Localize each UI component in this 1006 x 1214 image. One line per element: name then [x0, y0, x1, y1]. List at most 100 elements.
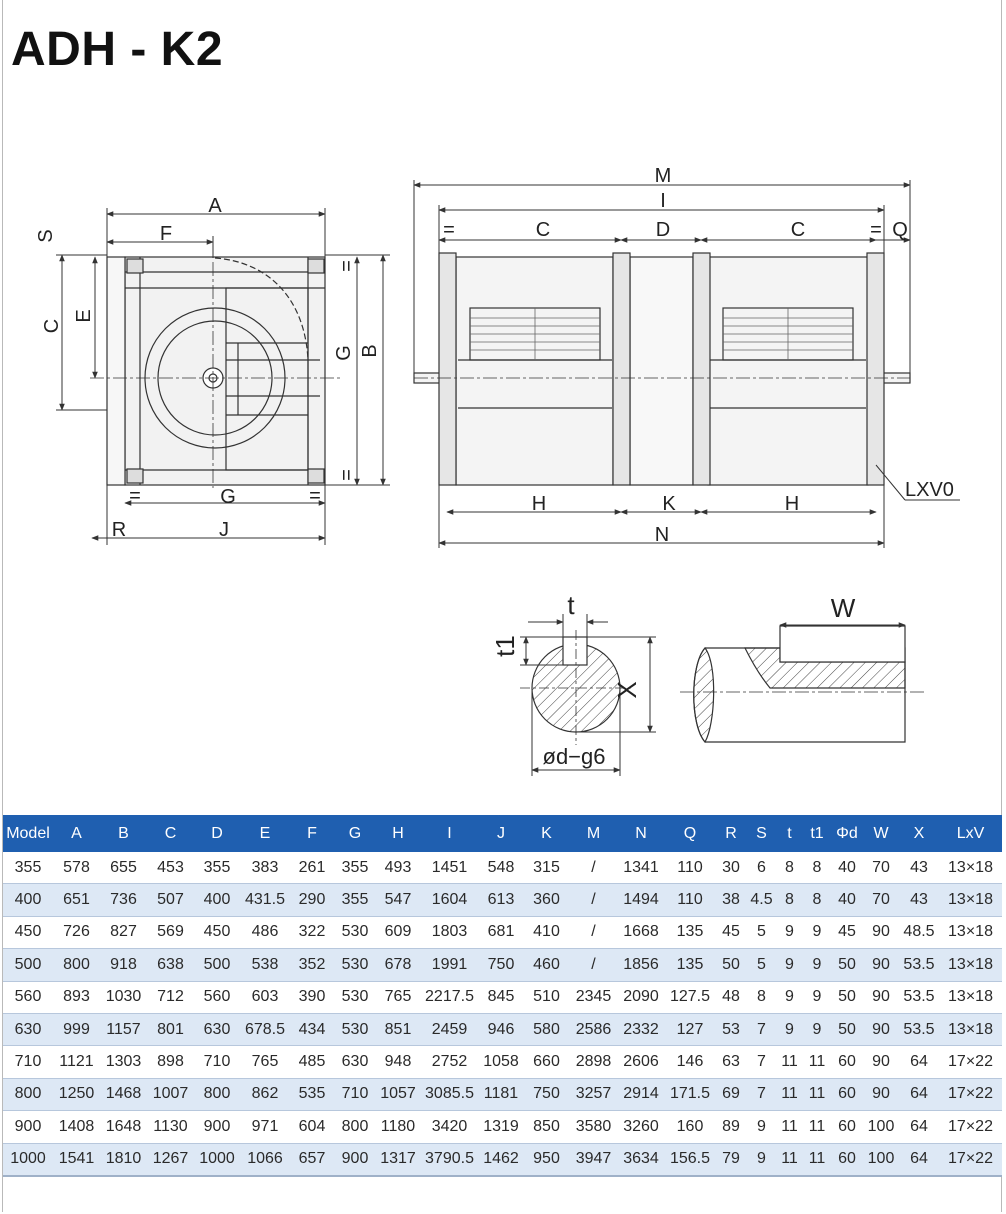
table-cell: 9	[803, 916, 831, 950]
table-cell: 53.5	[899, 981, 939, 1014]
table-cell: 63	[715, 1045, 747, 1079]
table-cell: 60	[831, 1143, 863, 1177]
table-cell: 50	[831, 1013, 863, 1047]
table-cell: 726	[53, 916, 100, 950]
table-cell: 900	[3, 1110, 53, 1144]
column-header: I	[420, 815, 479, 852]
table-cell: 1030	[100, 981, 147, 1014]
table-cell: 3260	[617, 1110, 665, 1144]
table-cell: 1541	[53, 1143, 100, 1177]
table-cell: 736	[100, 883, 147, 917]
table-cell: 48	[715, 981, 747, 1014]
shaft-section	[520, 630, 632, 745]
table-cell: 30	[715, 852, 747, 885]
shaft-labels: t t1 X ød−g6 W	[490, 590, 856, 769]
table-cell: 3085.5	[420, 1078, 479, 1112]
table-cell: 1121	[53, 1045, 100, 1079]
svg-text:C: C	[791, 219, 805, 241]
table-cell: 383	[240, 852, 290, 885]
table-cell: 53	[715, 1013, 747, 1047]
table-cell: 750	[523, 1078, 570, 1112]
table-cell: 678	[376, 948, 420, 982]
table-cell: 5	[747, 916, 776, 950]
table-cell: 710	[334, 1078, 376, 1112]
table-cell: 827	[100, 916, 147, 950]
svg-text:=: =	[443, 219, 455, 241]
table-cell: 400	[194, 883, 240, 917]
svg-text:C: C	[536, 219, 550, 241]
table-cell: 712	[147, 981, 194, 1014]
table-cell: 2332	[617, 1013, 665, 1047]
table-cell: 898	[147, 1045, 194, 1079]
table-cell: 862	[240, 1078, 290, 1112]
table-cell: 13×18	[939, 916, 1002, 950]
table-cell: 681	[479, 916, 523, 950]
svg-text:B: B	[359, 344, 381, 357]
table-cell: 850	[523, 1110, 570, 1144]
table-cell: 1181	[479, 1078, 523, 1112]
svg-text:D: D	[656, 219, 670, 241]
table-cell: 79	[715, 1143, 747, 1177]
table-cell: 1066	[240, 1143, 290, 1177]
table-cell: 60	[831, 1078, 863, 1112]
svg-text:=: =	[870, 219, 882, 241]
table-cell: 800	[3, 1078, 53, 1112]
table-cell: 1250	[53, 1078, 100, 1112]
table-cell: 135	[665, 916, 715, 950]
table-cell: 390	[290, 981, 334, 1014]
table-cell: 70	[863, 883, 899, 917]
table-cell: 410	[523, 916, 570, 950]
table-cell: 2898	[570, 1045, 617, 1079]
table-cell: 1991	[420, 948, 479, 982]
table-cell: 9	[747, 1110, 776, 1144]
table-cell: 50	[715, 948, 747, 982]
table-cell: 678.5	[240, 1013, 290, 1047]
svg-text:S: S	[35, 229, 57, 242]
table-cell: 8	[747, 981, 776, 1014]
table-cell: 2752	[420, 1045, 479, 1079]
table-cell: 3257	[570, 1078, 617, 1112]
table-cell: 453	[147, 852, 194, 885]
table-cell: 8	[803, 883, 831, 917]
table-cell: 530	[334, 981, 376, 1014]
table-cell: 45	[715, 916, 747, 950]
column-header: W	[863, 815, 899, 852]
table-cell: 655	[100, 852, 147, 885]
table-cell: 69	[715, 1078, 747, 1112]
table-cell: 261	[290, 852, 334, 885]
table-cell: 1317	[376, 1143, 420, 1177]
svg-text:F: F	[160, 223, 172, 245]
table-cell: 710	[194, 1045, 240, 1079]
column-header: H	[376, 815, 420, 852]
table-cell: 9	[776, 981, 803, 1014]
column-header: X	[899, 815, 939, 852]
table-cell: 9	[803, 981, 831, 1014]
table-cell: 360	[523, 883, 570, 917]
table-cell: 9	[747, 1143, 776, 1177]
side-blade-lines	[470, 308, 853, 360]
table-cell: 765	[240, 1045, 290, 1079]
table-cell: 1451	[420, 852, 479, 885]
table-cell: 460	[523, 948, 570, 982]
table-cell: 9	[803, 948, 831, 982]
table-cell: 1468	[100, 1078, 147, 1112]
column-header: S	[747, 815, 776, 852]
table-cell: 1319	[479, 1110, 523, 1144]
table-cell: 90	[863, 916, 899, 950]
table-cell: 1157	[100, 1013, 147, 1047]
table-cell: 800	[334, 1110, 376, 1144]
column-header: F	[290, 815, 334, 852]
column-header: LxV	[939, 815, 1002, 852]
table-cell: 999	[53, 1013, 100, 1047]
table-cell: 90	[863, 981, 899, 1014]
table-cell: 156.5	[665, 1143, 715, 1177]
table-cell: 538	[240, 948, 290, 982]
svg-text:t: t	[567, 590, 575, 620]
table-cell: /	[570, 883, 617, 917]
table-cell: 355	[334, 852, 376, 885]
